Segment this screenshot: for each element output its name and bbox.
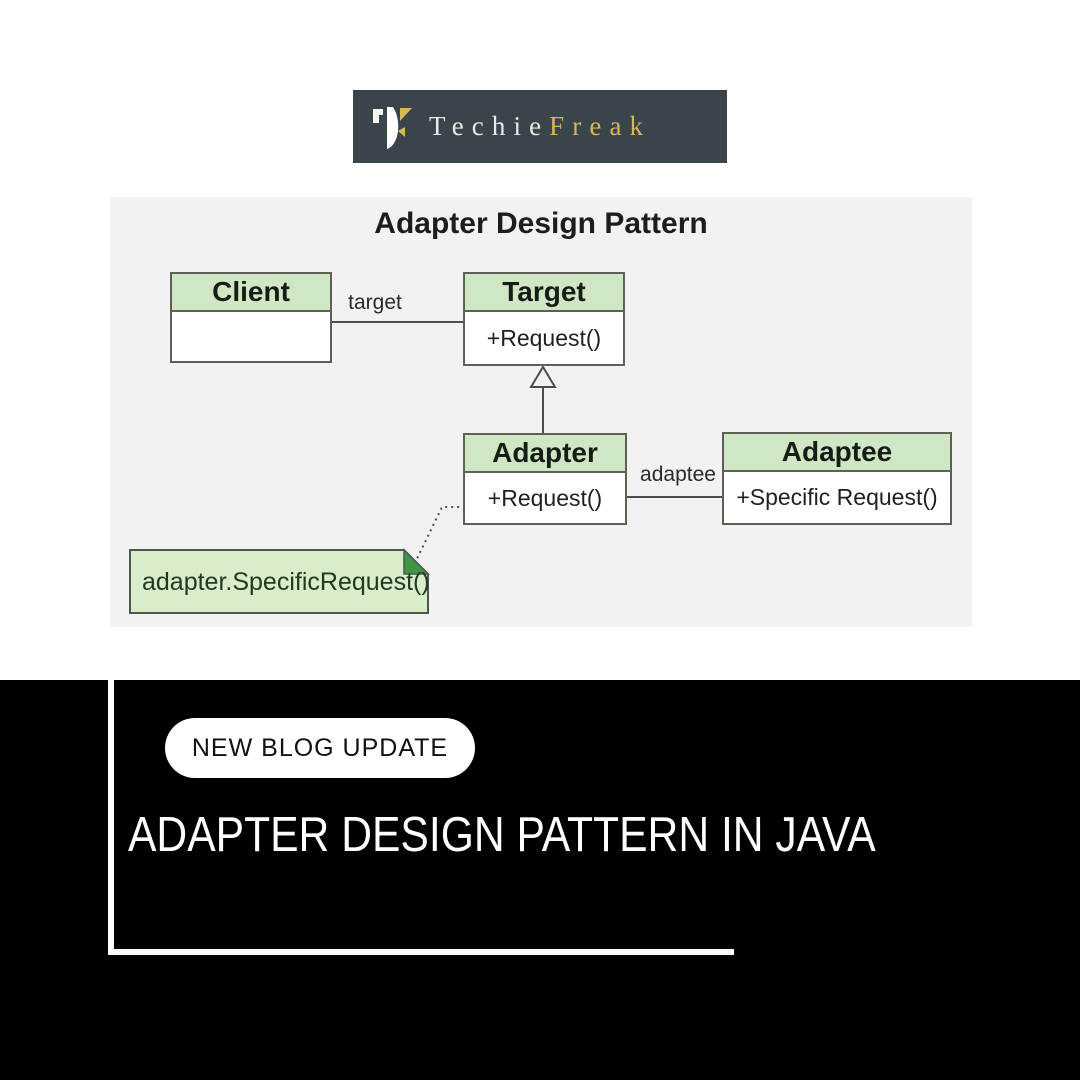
logo-banner: TechieFreak [353,90,727,163]
generalization-triangle-icon [529,365,557,388]
class-box-target: Target +Request() [463,272,625,366]
frame-line-horizontal [108,949,734,955]
class-name-target: Target [465,274,623,312]
logo-wordmark-techie: Techie [429,111,550,141]
class-name-adaptee: Adaptee [724,434,950,472]
logo-wordmark-freak: Freak [549,111,652,141]
edge-label-adaptee: adaptee [640,463,716,486]
class-name-adapter: Adapter [465,435,625,473]
blog-post-title: ADAPTER DESIGN PATTERN IN JAVA [128,808,876,862]
class-box-client: Client [170,272,332,363]
note-shape [129,549,429,614]
class-members-adapter: +Request() [487,484,603,511]
uml-diagram-panel: Adapter Design Pattern Client Target +Re… [110,197,972,627]
logo-wordmark: TechieFreak [429,111,651,142]
diagram-connectors [129,321,722,614]
class-box-adapter: Adapter +Request() [463,433,627,525]
new-blog-update-badge: NEW BLOG UPDATE [165,718,475,778]
class-members-client [172,312,330,361]
note-connector-dotted-line [411,506,462,570]
class-members-target: +Request() [486,324,602,351]
edge-label-target: target [348,291,402,314]
techiefreak-logo-icon [373,106,412,149]
note-fold-icon [403,548,430,575]
class-box-adaptee: Adaptee +Specific Request() [722,432,952,525]
announcement-band: NEW BLOG UPDATE ADAPTER DESIGN PATTERN I… [0,680,1080,1080]
diagram-title: Adapter Design Pattern [374,207,708,240]
class-members-adaptee: +Specific Request() [736,484,938,510]
note-text: adapter.SpecificRequest() [142,567,430,596]
class-name-client: Client [172,274,330,312]
frame-line-vertical [108,680,114,955]
